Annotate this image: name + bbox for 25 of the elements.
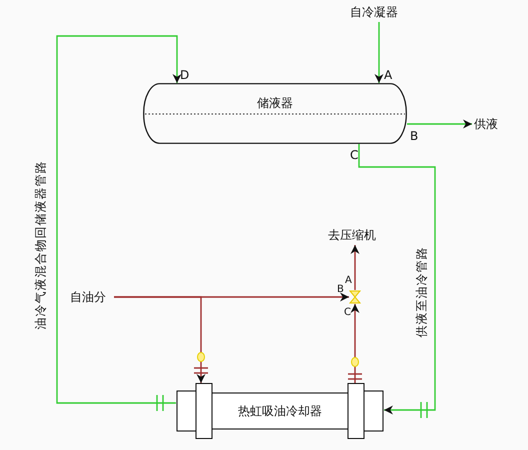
flow-label: 供液: [474, 116, 504, 134]
cooler-label: 热虹吸油冷却器: [237, 403, 323, 419]
connection-point-letter: A: [345, 275, 352, 287]
tank-label: 储液器: [256, 95, 294, 111]
three-way-valve-icon: [349, 290, 361, 304]
connection-point-letter: C: [350, 147, 358, 163]
pipeline-label: 供液至油冷管路: [413, 246, 429, 338]
connection-point-letter: A: [384, 67, 392, 83]
pipe-arrow: [350, 304, 360, 384]
connection-point-letter: D: [180, 67, 190, 83]
pipe-arrow: [374, 22, 384, 83]
pipe-arrow: [114, 296, 206, 383]
flow-label: 自油分: [70, 289, 112, 307]
connection-point-letter: B: [337, 284, 344, 296]
oil-cooler: [176, 383, 384, 439]
connection-point-letter: B: [410, 128, 418, 144]
liquid-receiver-tank: [143, 83, 407, 144]
flow-label: 去压缩机: [328, 227, 386, 245]
pipeline-label: 油冷气液混合物回储液器管路: [32, 160, 48, 330]
pipe-arrow: [358, 144, 436, 414]
flow-label: 自冷凝器: [350, 4, 408, 22]
pipe-arrow: [407, 120, 472, 128]
pipe-arrow: [350, 245, 360, 290]
connection-point-letter: C: [344, 307, 351, 319]
pipe-arrow: [56, 35, 182, 404]
